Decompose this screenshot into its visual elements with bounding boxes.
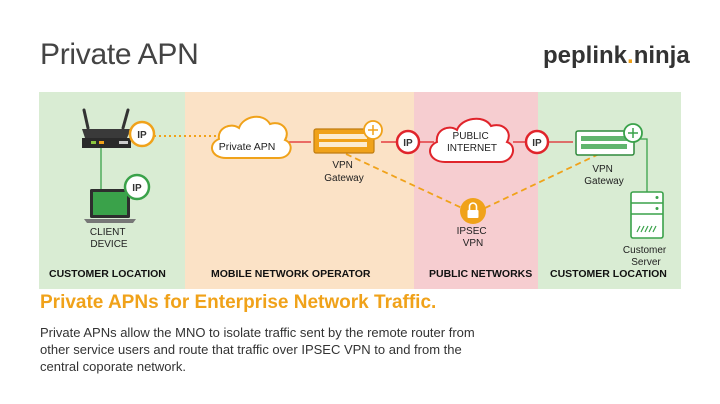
laptop-icon	[84, 189, 136, 223]
vpn-gateway-right-icon	[575, 123, 643, 156]
logo-dot: .	[627, 42, 634, 69]
section-description: Private APNs allow the MNO to isolate tr…	[40, 324, 520, 375]
zone-mobile-network-operator	[185, 92, 414, 289]
server-icon	[630, 191, 664, 239]
svg-text:IP: IP	[532, 138, 542, 149]
peplink-ninja-logo: peplink.ninja	[543, 42, 690, 70]
description-line: other service users and route that traff…	[40, 342, 462, 357]
ip-badge-laptop: IP	[123, 173, 151, 201]
zone-label-customer-left: CUSTOMER LOCATION	[49, 268, 166, 280]
network-diagram: CUSTOMER LOCATION MOBILE NETWORK OPERATO…	[39, 92, 681, 289]
vpn-gateway-left-icon	[313, 120, 383, 154]
ip-badge-customer-edge: IP	[524, 129, 550, 155]
zone-label-mobile-operator: MOBILE NETWORK OPERATOR	[211, 268, 371, 280]
section-heading: Private APNs for Enterprise Network Traf…	[40, 292, 437, 313]
private-apn-label: Private APN	[219, 141, 276, 153]
client-device-label: CLIENT DEVICE	[90, 227, 128, 250]
logo-suffix: ninja	[633, 42, 690, 69]
zone-label-public-networks: PUBLIC NETWORKS	[429, 268, 532, 280]
page-title: Private APN	[40, 38, 199, 71]
svg-text:IP: IP	[403, 138, 413, 149]
customer-server-label: Customer Server	[623, 245, 669, 268]
ip-badge-router: IP	[128, 120, 156, 148]
ip-badge-operator-edge: IP	[395, 129, 421, 155]
svg-text:IP: IP	[132, 183, 142, 194]
zone-customer-location-right	[538, 92, 681, 289]
vpn-gateway-left-label: VPN Gateway	[324, 160, 363, 184]
vpn-path-right	[484, 153, 600, 209]
svg-text:IP: IP	[137, 130, 147, 141]
lock-icon	[460, 198, 486, 224]
logo-name: peplink	[543, 42, 628, 69]
public-internet-cloud-icon: PUBLIC INTERNET	[429, 117, 515, 163]
ipsec-vpn-label: IPSEC VPN	[457, 226, 490, 249]
vpn-path-left	[345, 153, 463, 209]
router-icon	[82, 108, 131, 148]
zone-label-customer-right: CUSTOMER LOCATION	[550, 268, 667, 280]
description-line: Private APNs allow the MNO to isolate tr…	[40, 325, 475, 340]
private-apn-cloud-icon: Private APN	[210, 115, 292, 159]
description-line: central coporate network.	[40, 359, 186, 374]
public-internet-label: PUBLIC INTERNET	[447, 131, 497, 154]
vpn-gateway-right-label: VPN Gateway	[584, 164, 623, 187]
